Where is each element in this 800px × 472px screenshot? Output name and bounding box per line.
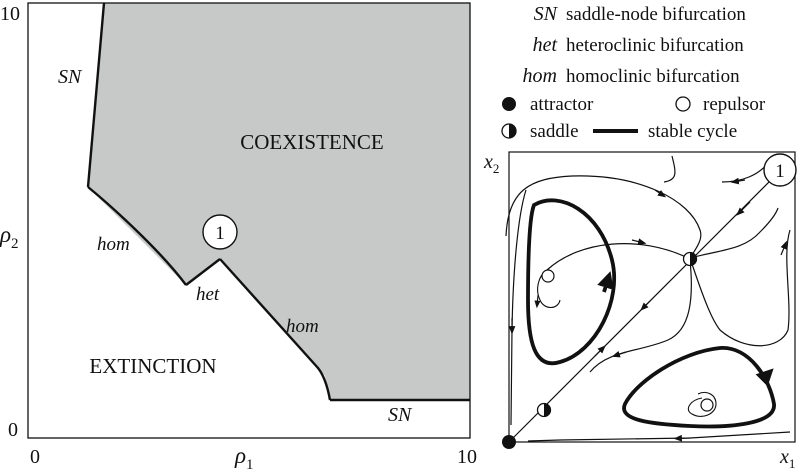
legend-abbr-sn: SN — [534, 3, 559, 25]
flow-right-loop — [689, 229, 791, 347]
attractor-origin — [502, 435, 516, 449]
attractor-symbol — [502, 97, 516, 111]
sn-label-bottom: SN — [388, 404, 413, 426]
legend-abbr-het: het — [533, 34, 558, 56]
flow-top-loop — [505, 175, 702, 259]
repulsor-upper — [541, 269, 555, 283]
x-tick-max: 10 — [457, 446, 477, 468]
hom-label-left: hom — [97, 234, 130, 255]
repulsor-symbol — [675, 96, 691, 112]
diagonal-separatrix — [508, 158, 793, 443]
stable-cycle-upper — [526, 198, 617, 366]
extinction-label: EXTINCTION — [89, 354, 216, 378]
het-label: het — [196, 284, 220, 305]
het-curve — [185, 258, 221, 286]
sn-curve-top — [86, 2, 106, 188]
phase-y-axis-label: x2 — [483, 151, 499, 176]
legend-abbr-hom: hom — [523, 65, 557, 87]
y-axis-label: ρ2 — [0, 222, 19, 252]
coexistence-region — [88, 3, 470, 400]
flow-left-edge — [510, 189, 527, 426]
hom-label-right: hom — [286, 316, 319, 337]
y-tick-min: 0 — [8, 419, 18, 441]
saddle-upper — [682, 251, 698, 267]
bifurcation-diagram: COEXISTENCE EXTINCTION SN hom het hom SN… — [0, 2, 477, 472]
x-axis-label: ρ1 — [234, 443, 254, 472]
stable-cycle-lower — [622, 346, 776, 429]
legend: SN saddle-node bifurcation het heterocli… — [501, 3, 766, 142]
phase-x-axis-label: x1 — [779, 446, 795, 471]
flow-top-right — [663, 155, 676, 183]
flow-bottom-edge — [527, 431, 791, 442]
phase-point-1-label: 1 — [775, 161, 785, 182]
legend-text-hom: homoclinic bifurcation — [566, 66, 740, 87]
x-tick-min: 0 — [30, 446, 40, 468]
saddle-label: saddle — [530, 121, 579, 142]
saddle-lower — [536, 402, 552, 418]
sn-label-top: SN — [58, 66, 83, 88]
point-1-label: 1 — [215, 223, 225, 244]
repulsor-label: repulsor — [703, 94, 766, 115]
legend-text-sn: saddle-node bifurcation — [566, 4, 746, 25]
legend-text-het: heteroclinic bifurcation — [566, 35, 744, 56]
stable-cycle-label: stable cycle — [648, 121, 737, 142]
attractor-label: attractor — [530, 94, 594, 115]
point-1-marker — [202, 214, 238, 250]
repulsor-lower — [700, 398, 714, 412]
coexistence-label: COEXISTENCE — [240, 130, 384, 154]
phase-frame — [508, 151, 796, 443]
hom-curve-left — [87, 186, 187, 286]
phase-portrait — [502, 151, 797, 449]
diagram-frame — [27, 2, 471, 439]
phase-point-1-marker — [763, 153, 797, 187]
y-tick-max: 10 — [0, 3, 20, 25]
hom-curve-right — [219, 258, 332, 401]
saddle-symbol — [501, 123, 517, 139]
